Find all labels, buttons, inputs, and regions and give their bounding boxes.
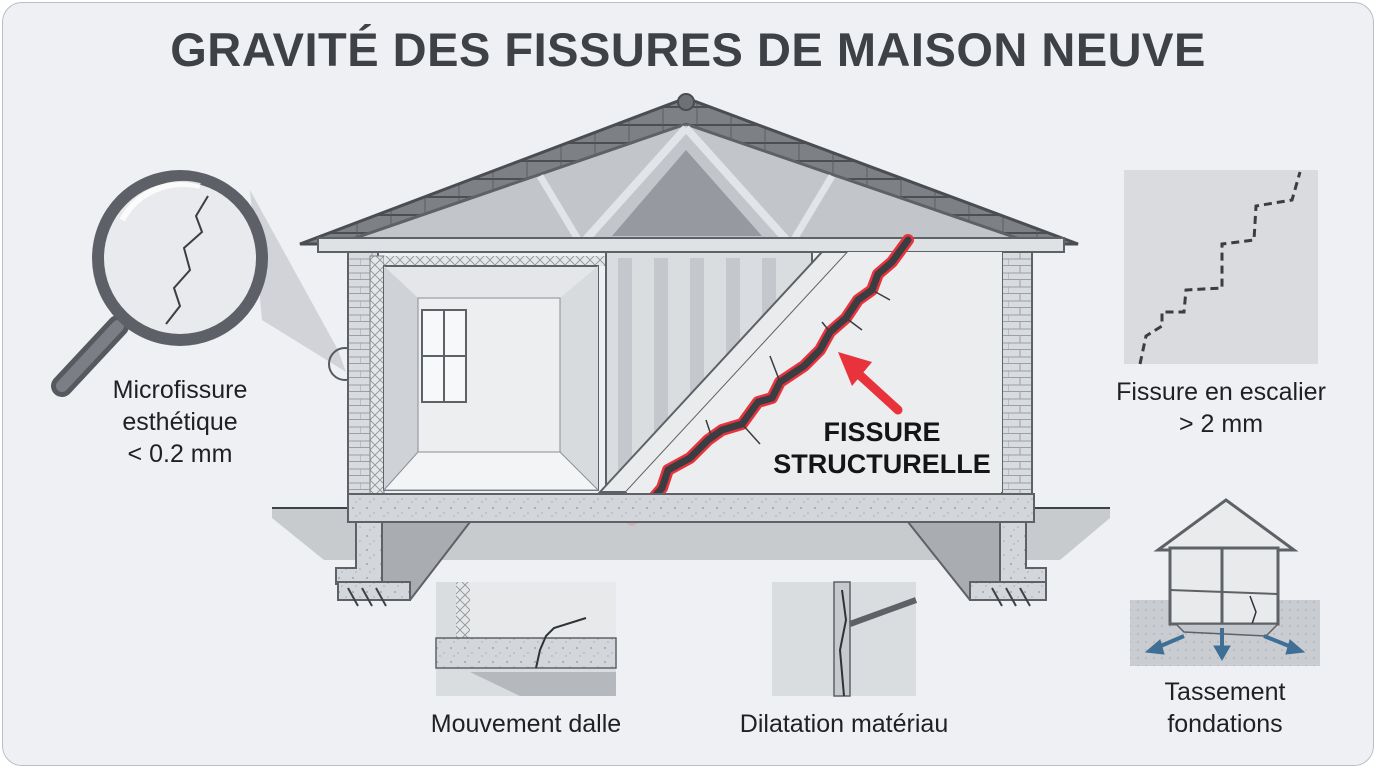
settlement-arrows-icon (1144, 628, 1306, 662)
structural-fissure-label-line1: FISSURE (823, 417, 941, 447)
micro-fissure-label: Microfissure esthétique < 0.2 mm (70, 374, 290, 470)
foundation (272, 493, 1110, 607)
settlement-panel (1130, 498, 1320, 666)
micro-fissure-label-line2: esthétique (122, 408, 238, 436)
stair-fissure-size: > 2 mm (1178, 410, 1264, 438)
micro-fissure-label-line1: Microfissure (112, 376, 248, 404)
settlement-label: Tassement fondations (1120, 676, 1330, 740)
slab-movement-label: Mouvement dalle (430, 710, 622, 738)
settlement-label-line1: Tassement (1164, 678, 1286, 706)
stair-fissure-label-line1: Fissure en escalier (1116, 378, 1326, 406)
interior-room (382, 265, 600, 491)
structural-fissure-label-line2: STRUCTURELLE (773, 449, 991, 479)
settlement-label-line2: fondations (1167, 710, 1283, 738)
magnifier-icon (51, 170, 268, 397)
dilatation-panel (772, 581, 918, 697)
house-roof (299, 93, 1079, 253)
structural-fissure-label: FISSURE STRUCTURELLE (752, 416, 1012, 480)
page-title: GRAVITÉ DES FISSURES DE MAISON NEUVE (170, 23, 1206, 76)
dilatation-label: Dilatation matériau (739, 710, 949, 738)
stair-fissure-label: Fissure en escalier > 2 mm (1090, 376, 1352, 440)
red-arrow-icon (838, 352, 903, 415)
slab-movement-panel (435, 582, 617, 696)
stair-crack-panel (1124, 170, 1318, 365)
magnifier-zoom-cone (250, 190, 362, 381)
structural-crack (626, 234, 914, 526)
micro-fissure-size: < 0.2 mm (127, 440, 233, 468)
